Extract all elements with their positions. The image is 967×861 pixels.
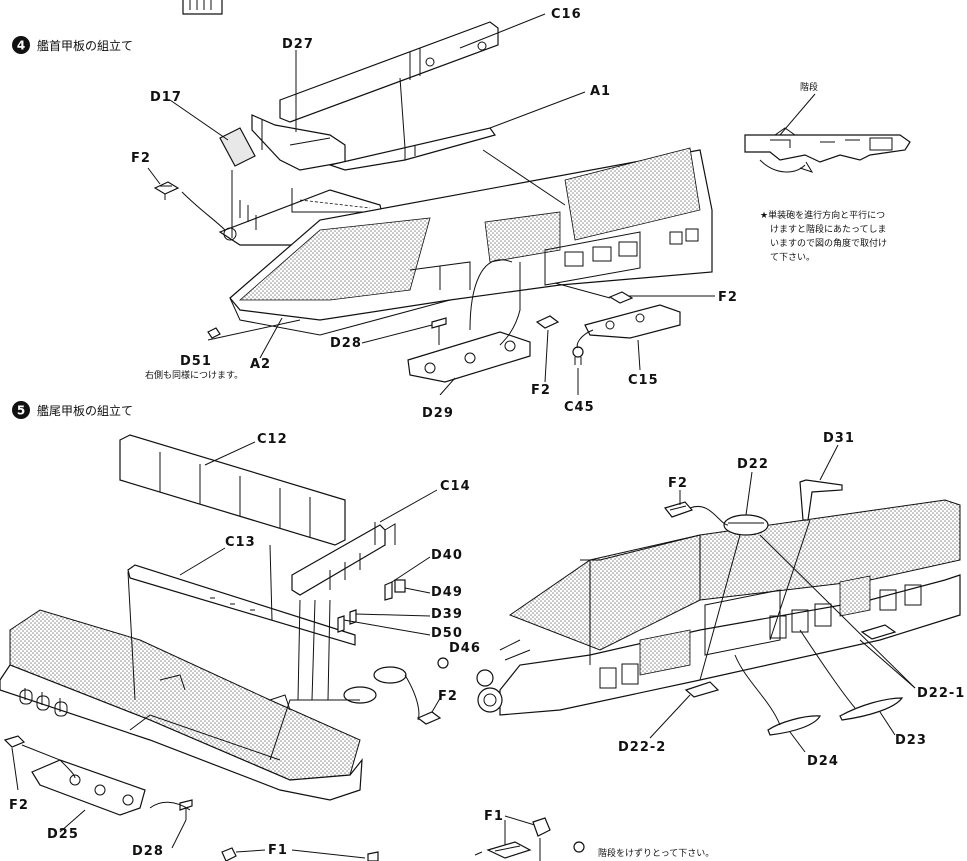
part-c15 [584,304,681,339]
note-both-sides: 右側も同様につけます。 [145,369,243,381]
section-5-labels-left: C12 C14 C13 D40 D49 D39 D50 D46 F2 F2 D2… [9,432,481,859]
partial-parts-bottom-left [221,847,379,861]
label-d51: D51 [180,354,212,369]
part-d28-stern [179,799,193,820]
label-d22: D22 [737,457,769,472]
stern-hull-right [476,499,961,716]
section-5-header: 5 艦尾甲板の組立て [12,401,133,419]
part-d24 [767,715,821,736]
part-c16 [279,21,499,123]
label-d46: D46 [449,641,481,656]
part-f2-bow-left [153,181,180,200]
label-d40: D40 [431,548,463,563]
section-4-number: 4 [17,39,25,53]
section-5-leaders [11,441,443,849]
label-d23: D23 [895,733,927,748]
section-5-right-leaders [649,444,916,753]
part-c45 [572,346,584,365]
label-d31: D31 [823,431,855,446]
part-d51 [207,327,221,339]
bow-hull-a2 [229,147,713,336]
label-d29: D29 [422,406,454,421]
part-d29 [407,331,531,383]
section-4-leaders [147,13,715,396]
part-d46 [343,657,449,704]
label-d49: D49 [431,585,463,600]
part-c12 [119,434,346,546]
label-f2-c: F2 [531,383,551,398]
section-5-labels-right: D22 D31 F2 D22-1 D22-2 D24 D23 F1 [484,431,965,824]
section-4-title: 艦首甲板の組立て [37,38,133,53]
part-f2-bow-right [608,291,634,304]
label-d25: D25 [47,827,79,842]
label-d28-stern: D28 [132,844,164,859]
stern-hull [0,609,363,801]
inset-gun-note: ★単装砲を進行方向と平行につ けますと階段にあたってしま いますので図の角度で取… [760,209,887,263]
label-d24: D24 [807,754,839,769]
part-d49 [394,579,406,593]
label-d17: D17 [150,90,182,105]
label-d22-1: D22-1 [917,686,965,701]
label-f2-d: F2 [438,689,458,704]
part-f2-stern-right [416,711,442,725]
part-d27 [251,114,346,171]
part-d23 [839,697,904,721]
section-5-number: 5 [17,404,25,418]
label-d22-2: D22-2 [618,740,666,755]
part-d22-1 [860,624,897,640]
label-c13: C13 [225,535,256,550]
section-4-header: 4 艦首甲板の組立て [12,36,133,54]
part-f2-stern-left [3,735,26,748]
part-d28-bow [431,317,447,345]
label-d28-bow: D28 [330,336,362,351]
part-a1 [327,127,496,171]
part-c14 [291,522,396,596]
inset-stairs-label: 階段 [800,81,818,93]
label-f1-a: F1 [268,843,288,858]
label-f2-f: F2 [668,476,688,491]
label-a2: A2 [250,357,271,372]
note-stairs-cut: 階段をけずりとって下さい。 [598,847,714,859]
label-a1: A1 [590,84,611,99]
label-d39: D39 [431,607,463,622]
part-f2-right [663,501,694,518]
label-c12: C12 [257,432,288,447]
gun-note-line-4: て下さい。 [770,252,815,263]
gun-note-line-1: ★単装砲を進行方向と平行につ [760,209,885,221]
section-4-labels: C16 D27 A1 D17 F2 F2 D51 A2 D28 C15 F2 C… [131,7,738,421]
part-d25 [31,759,146,816]
part-d31 [799,479,843,521]
label-f2-b: F2 [718,290,738,305]
part-d22-2 [684,681,720,698]
part-d17 [219,127,256,167]
part-d22 [723,514,769,536]
partial-part-top [182,0,223,15]
part-d50 [337,615,345,633]
label-c15: C15 [628,373,659,388]
label-f2-a: F2 [131,151,151,166]
section-5-title: 艦尾甲板の組立て [37,403,133,418]
part-f1-bottom-right: 階段をけずりとって下さい。 [474,815,714,861]
gun-note-line-3: いますので図の角度で取付け [770,237,887,249]
inset-stairs-detail: 階段 [744,81,911,173]
label-c45: C45 [564,400,595,415]
gun-note-line-2: けますと階段にあたってしま [770,223,887,235]
label-f2-e: F2 [9,798,29,813]
part-d40 [384,581,393,601]
label-d27: D27 [282,37,314,52]
label-c16: C16 [551,7,582,22]
part-f2-bow-bottom [535,315,560,329]
label-c14: C14 [440,479,471,494]
label-d50: D50 [431,626,463,641]
label-f1-b: F1 [484,809,504,824]
part-c13 [127,564,356,646]
